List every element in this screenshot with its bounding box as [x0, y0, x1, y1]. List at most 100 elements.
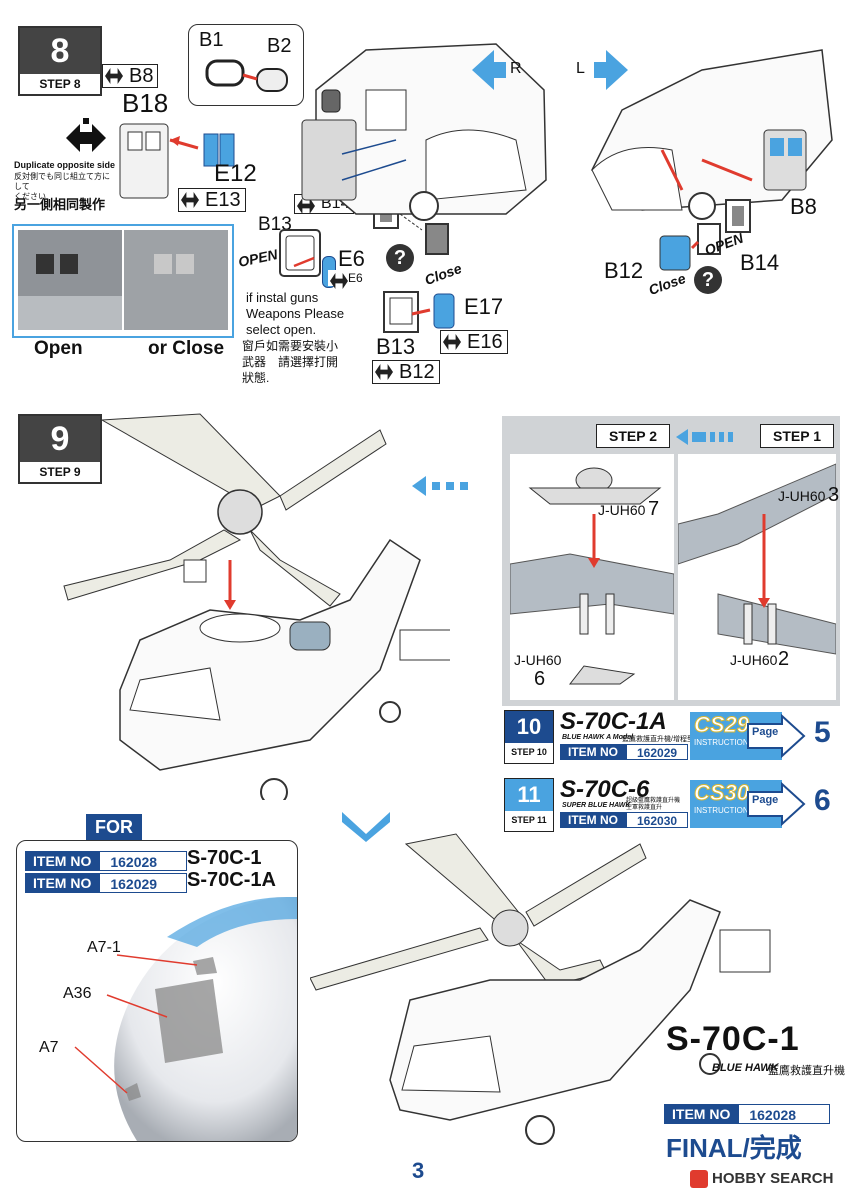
- ref-step-badge: 11 STEP 11: [504, 778, 554, 832]
- ref-model: S-70C-1A: [560, 708, 667, 735]
- part-e6-label: E6: [338, 246, 365, 271]
- helicopter-left-side-drawing: [301, 43, 547, 221]
- photo-open-caption: Open: [34, 338, 83, 359]
- part-b8-right-label: B8: [790, 194, 817, 219]
- b1-b2-callout: B1 B2: [188, 24, 304, 106]
- inset-j2-num: 2: [778, 648, 790, 670]
- ref-sub: SUPER BLUE HAWK: [562, 802, 631, 809]
- ref-item-value: 162029: [626, 744, 689, 760]
- part-e6-sub-label: E6: [328, 270, 367, 286]
- part-b8-label: B8: [102, 64, 159, 88]
- window-assembly-drawing: [119, 123, 235, 199]
- photo-close: [124, 230, 228, 330]
- inset-j7: J-UH60: [598, 502, 646, 518]
- inset-step2: STEP 2: [596, 424, 670, 448]
- final-item-no: ITEM NO 162028: [664, 1104, 831, 1124]
- for-item-key: ITEM NO: [25, 873, 100, 893]
- photo-close-caption: or Close: [148, 338, 225, 359]
- part-e13-label: E13: [178, 188, 246, 212]
- down-arrow-icon: [342, 812, 390, 842]
- inset-j7-num: 7: [648, 498, 660, 520]
- nose-dome-drawing: [74, 897, 297, 1141]
- for-item-key: ITEM NO: [25, 851, 100, 871]
- ref-item-no: ITEM NO 162030: [560, 812, 689, 828]
- for-panel: ITEM NO 162028 S-70C-1 ITEM NO 162029 S-…: [16, 840, 298, 1142]
- ref-step-label: STEP 10: [511, 747, 547, 757]
- step-9-badge: 9 STEP 9: [18, 414, 102, 484]
- ref-cs-sub: INSTRUCTIONS: [694, 806, 754, 815]
- ref-row-step11: 11 STEP 11 S-70C-6 SUPER BLUE HAWK 超級藍鷹救…: [504, 776, 844, 832]
- direction-r: R: [510, 60, 522, 77]
- page-number: 3: [412, 1158, 425, 1183]
- question-icon-right: ?: [694, 266, 722, 294]
- for-item-value: 162029: [99, 873, 188, 893]
- inset-step1: STEP 1: [760, 424, 834, 448]
- final-blue-hawk-cn: 藍鷹救護直升機: [768, 1065, 845, 1077]
- helicopter-right-side-drawing: [591, 49, 833, 220]
- step-number: 8: [20, 28, 100, 74]
- b13-e17-drawing: [383, 291, 455, 333]
- duplicate-text-cn: 另一側相同製作: [14, 197, 106, 212]
- photo-open: [18, 230, 122, 330]
- part-b1-label: B1: [199, 29, 224, 51]
- direction-l: L: [576, 60, 585, 77]
- open-close-photo-box: [12, 224, 234, 338]
- part-e16-label: E16: [440, 330, 508, 354]
- guns-note-cn: 窗戶如需要安裝小 武器 請選擇打開 狀態.: [242, 339, 339, 385]
- step-8-badge: 8 STEP 8: [18, 26, 102, 96]
- part-b12-label: B12: [372, 360, 440, 384]
- duplicate-text-jp: 反対側でも同じ組立て方にして ください: [14, 172, 110, 201]
- ref-page-word: Page: [752, 726, 779, 738]
- final-helicopter-drawing: [310, 833, 771, 1145]
- inset-j3-num: 3: [828, 484, 840, 506]
- watermark-text: HOBBY SEARCH: [712, 1170, 834, 1187]
- step-number: 9: [20, 416, 100, 462]
- part-b12-right-label: B12: [604, 258, 644, 283]
- final-item-value: 162028: [738, 1104, 831, 1124]
- final-item-key: ITEM NO: [664, 1104, 739, 1124]
- ref-cs-sub: INSTRUCTIONS: [694, 738, 754, 747]
- direction-arrows: [472, 50, 628, 90]
- part-b2-label: B2: [267, 35, 292, 57]
- ref-item-no: ITEM NO 162029: [560, 744, 689, 760]
- ref-cs: CS29: [694, 712, 750, 738]
- inset-step2-image: [509, 454, 675, 700]
- for-row-2: ITEM NO 162029: [25, 873, 188, 893]
- ref-step-label: STEP 11: [511, 815, 547, 825]
- part-b18-label: B18: [122, 88, 169, 118]
- part-b13-label-2: B13: [376, 334, 416, 359]
- duplicate-text-en: Duplicate opposite side: [14, 160, 116, 170]
- ref-step-number: 10: [505, 711, 553, 743]
- step9-helicopter-drawing: [63, 413, 450, 800]
- ref-sub-cn: 藍鷹救護直升機/增程型: [622, 736, 694, 743]
- ref-page-word: Page: [752, 794, 779, 806]
- rotor-inset-panel: STEP 2 STEP 1 J-UH60 7 J-UH60 6: [502, 416, 840, 706]
- part-a71-label: A7-1: [87, 939, 121, 956]
- question-icon: ?: [386, 244, 414, 272]
- inset-j3: J-UH60: [778, 488, 826, 504]
- for-row-1: ITEM NO 162028: [25, 851, 188, 871]
- final-label: FINAL/完成: [666, 1133, 802, 1163]
- for-title: FOR: [86, 814, 142, 840]
- inset-arrow-icon: [676, 429, 733, 445]
- close-label: Close: [422, 259, 464, 289]
- ref-sub: BLUE HAWK A Model: [562, 734, 634, 741]
- inset-j2: J-UH60: [730, 652, 778, 668]
- ref-page-no: 5: [814, 716, 831, 749]
- ref-page-no: 6: [814, 784, 831, 817]
- dashed-arrow-left: [412, 476, 468, 496]
- ref-sub-cn: 超級藍鷹救護直升機 空軍救護直升: [626, 798, 681, 811]
- ref-item-key: ITEM NO: [560, 744, 626, 760]
- b1-b2-parts-drawing: [205, 59, 288, 92]
- step-label: STEP 9: [39, 465, 81, 479]
- watermark-logo-icon: [690, 1170, 708, 1188]
- part-e12-label: E12: [214, 160, 257, 187]
- part-e17-label: E17: [464, 294, 504, 319]
- part-a7-label: A7: [39, 1039, 59, 1056]
- final-model: S-70C-1: [666, 1020, 800, 1058]
- duplicate-icon: [64, 116, 108, 160]
- ref-step-badge: 10 STEP 10: [504, 710, 554, 764]
- inset-j6: J-UH60: [514, 652, 562, 668]
- for-model-2: S-70C-1A: [187, 869, 276, 891]
- close-label-right: Close: [646, 269, 688, 299]
